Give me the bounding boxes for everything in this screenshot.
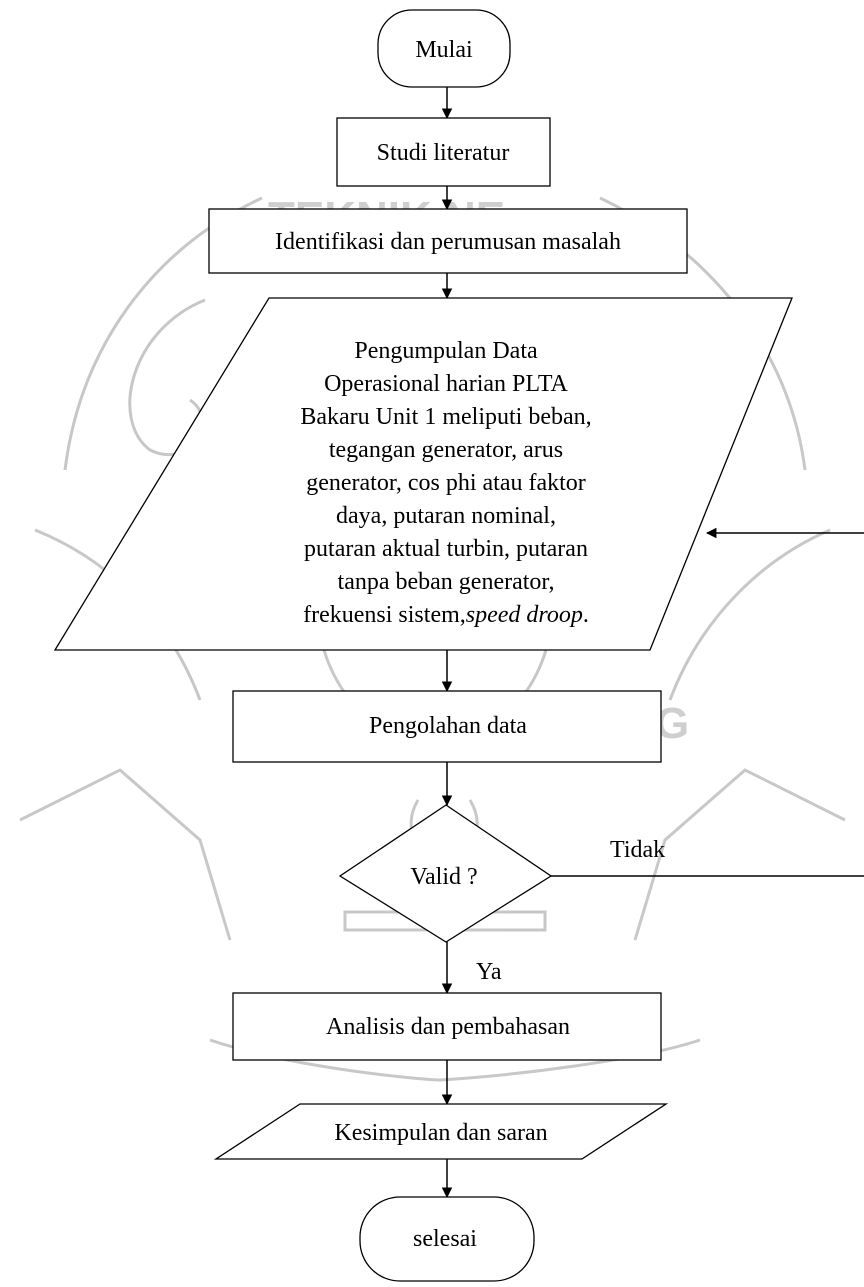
data-line-last-plain: frekuensi sistem, [303, 602, 466, 628]
identifikasi-label: Identifikasi dan perumusan masalah [275, 229, 621, 255]
data-line-last-italic: speed droop [466, 602, 583, 628]
decision-no-label: Tidak [610, 837, 665, 863]
data-line: Pengumpulan Data [354, 338, 538, 364]
end-terminal [359, 1196, 535, 1282]
start-label: Mulai [415, 37, 473, 63]
input-pengumpulan-data [53, 297, 793, 651]
process-analisis [232, 992, 662, 1061]
pengumpulan-data-text: Pengumpulan Data Operasional harian PLTA… [300, 338, 591, 628]
decision-valid-label: Valid ? [410, 864, 477, 890]
data-line: tanpa beban generator, [338, 569, 555, 595]
end-label: selesai [413, 1226, 477, 1252]
kesimpulan-label: Kesimpulan dan saran [334, 1120, 547, 1146]
data-line: daya, putaran nominal, [336, 503, 556, 529]
data-line-last: frekuensi sistem,speed droop. [303, 602, 589, 628]
decision-yes-label: Ya [476, 959, 502, 985]
process-pengolahan-data [232, 690, 662, 763]
analisis-label: Analisis dan pembahasan [326, 1014, 570, 1040]
data-line: generator, cos phi atau faktor [306, 470, 586, 496]
watermark-wing-right [668, 528, 831, 701]
start-terminal [377, 9, 511, 88]
studi-literatur-label: Studi literatur [377, 140, 510, 166]
pengolahan-data-label: Pengolahan data [369, 713, 527, 739]
process-identifikasi [208, 208, 688, 274]
data-line: tegangan generator, arus [329, 437, 563, 463]
data-line: putaran aktual turbin, putaran [304, 536, 588, 562]
connectors [441, 87, 864, 1199]
data-line: Bakaru Unit 1 meliputi beban, [300, 404, 591, 430]
watermark-base-left [19, 768, 232, 941]
decision-valid [338, 804, 553, 943]
process-studi-literatur [336, 117, 551, 187]
watermark-base-right [633, 768, 846, 941]
output-kesimpulan [213, 1103, 669, 1160]
data-line-last-end: . [583, 602, 589, 628]
data-line: Operasional harian PLTA [324, 371, 568, 397]
